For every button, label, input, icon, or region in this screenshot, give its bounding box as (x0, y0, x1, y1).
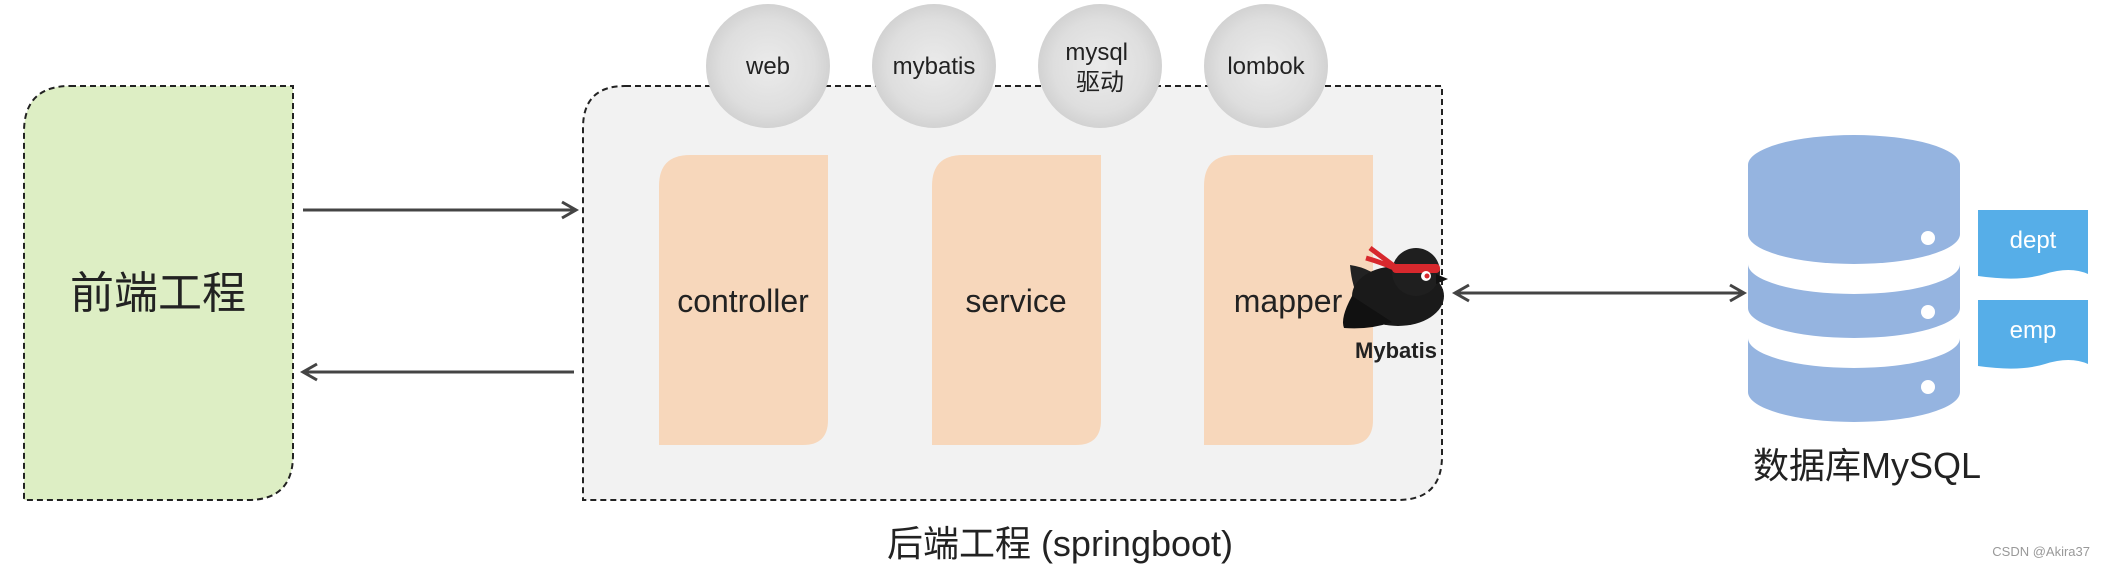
bird-bandana (1392, 264, 1440, 273)
backend-label: 后端工程 (springboot) (887, 523, 1233, 564)
bird-pupil (1424, 273, 1430, 279)
database-disk-3 (1748, 338, 1960, 422)
database-icon (1748, 135, 1960, 422)
mybatis-bird-icon (1343, 246, 1448, 329)
frontend-box: 前端工程 (23, 85, 294, 501)
database-led-3 (1921, 380, 1935, 394)
layer-mapper-shape (1204, 155, 1373, 445)
table-tag-emp-shape (1978, 300, 2088, 369)
layer-controller-shape (659, 155, 828, 445)
frontend-label: 前端工程 (70, 269, 246, 318)
dependency-web-label: web (745, 53, 790, 80)
dependency-lombok-line: lombok (1227, 53, 1305, 80)
table-tag-dept-label: dept (2010, 227, 2057, 254)
dependency-mysql-driver: mysql 驱动 (1038, 4, 1162, 128)
mybatis-logo-label: Mybatis (1355, 338, 1437, 363)
table-tag-dept-shape (1978, 210, 2088, 279)
dependency-mysql-driver-line-1: mysql (1065, 39, 1128, 66)
dependency-mybatis: mybatis (872, 4, 996, 128)
database-led-2 (1921, 305, 1935, 319)
dependency-lombok: lombok (1204, 4, 1328, 128)
frontend-shape (23, 85, 294, 501)
layer-service-label: service (965, 283, 1066, 319)
dependency-mysql-driver-label: mysql 驱动 (1065, 39, 1134, 96)
dependency-web-line: web (745, 53, 790, 80)
layer-service-shape (932, 155, 1101, 445)
dependency-web-circle (706, 4, 830, 128)
bird-beak (1436, 274, 1448, 284)
dependency-lombok-label: lombok (1227, 53, 1305, 80)
database-led-1 (1921, 231, 1935, 245)
layer-controller: controller (659, 155, 828, 445)
watermark: CSDN @Akira37 (1992, 544, 2090, 559)
layer-mapper: mapper (1204, 155, 1373, 445)
table-tag-dept: dept (1978, 210, 2088, 279)
mybatis-logo: Mybatis (1343, 246, 1448, 363)
dependency-mysql-driver-line-2: 驱动 (1076, 69, 1124, 96)
dependency-mybatis-line: mybatis (893, 53, 976, 80)
layer-service: service (932, 155, 1101, 445)
database-top (1748, 135, 1960, 195)
dependency-mysql-driver-circle (1038, 4, 1162, 128)
database-disk-2 (1748, 264, 1960, 338)
dependency-web: web (706, 4, 830, 128)
layer-controller-label: controller (677, 283, 809, 319)
bird-tail (1343, 296, 1392, 329)
dependency-mybatis-circle (872, 4, 996, 128)
database-label: 数据库MySQL (1753, 445, 1981, 486)
layer-mapper-label: mapper (1234, 283, 1343, 319)
table-tag-emp-label: emp (2010, 317, 2057, 344)
table-tag-emp: emp (1978, 300, 2088, 369)
dependency-mybatis-label: mybatis (893, 53, 976, 80)
dependency-lombok-circle (1204, 4, 1328, 128)
bandana-tail (1365, 246, 1396, 271)
